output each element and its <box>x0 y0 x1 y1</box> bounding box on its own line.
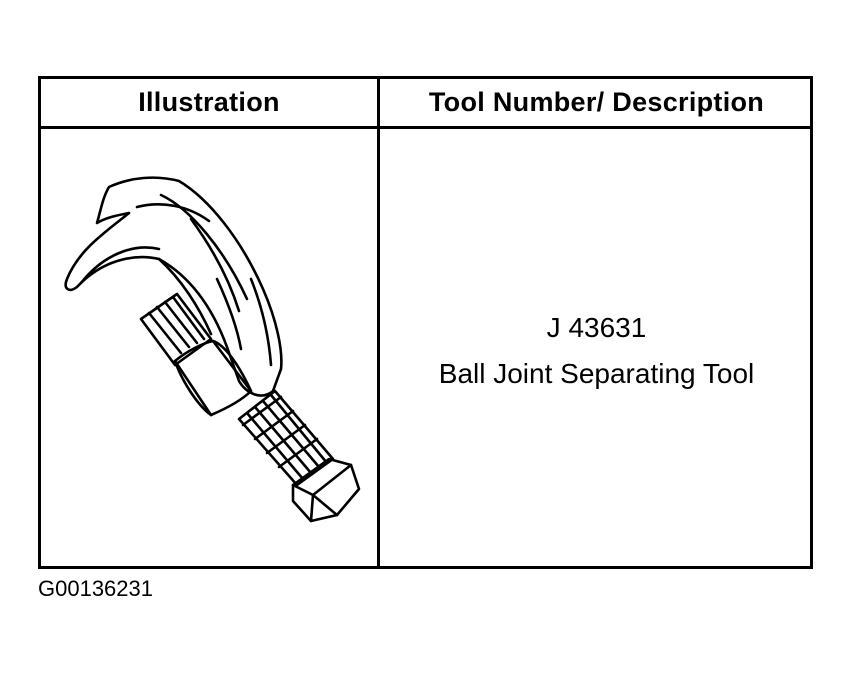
table-header-row: Illustration Tool Number/ Description <box>41 79 810 129</box>
ball-joint-separator-icon <box>64 176 361 523</box>
tool-table: Illustration Tool Number/ Description <box>38 76 813 569</box>
header-tool-description: Tool Number/ Description <box>428 87 765 117</box>
illustration-cell <box>41 129 377 566</box>
figure-id: G00136231 <box>38 576 153 601</box>
description-cell: J 43631 Ball Joint Separating Tool <box>380 129 813 566</box>
tool-number: J 43631 <box>546 312 647 343</box>
header-illustration: Illustration <box>138 87 280 117</box>
column-divider <box>377 79 380 566</box>
tool-name: Ball Joint Separating Tool <box>438 358 755 389</box>
